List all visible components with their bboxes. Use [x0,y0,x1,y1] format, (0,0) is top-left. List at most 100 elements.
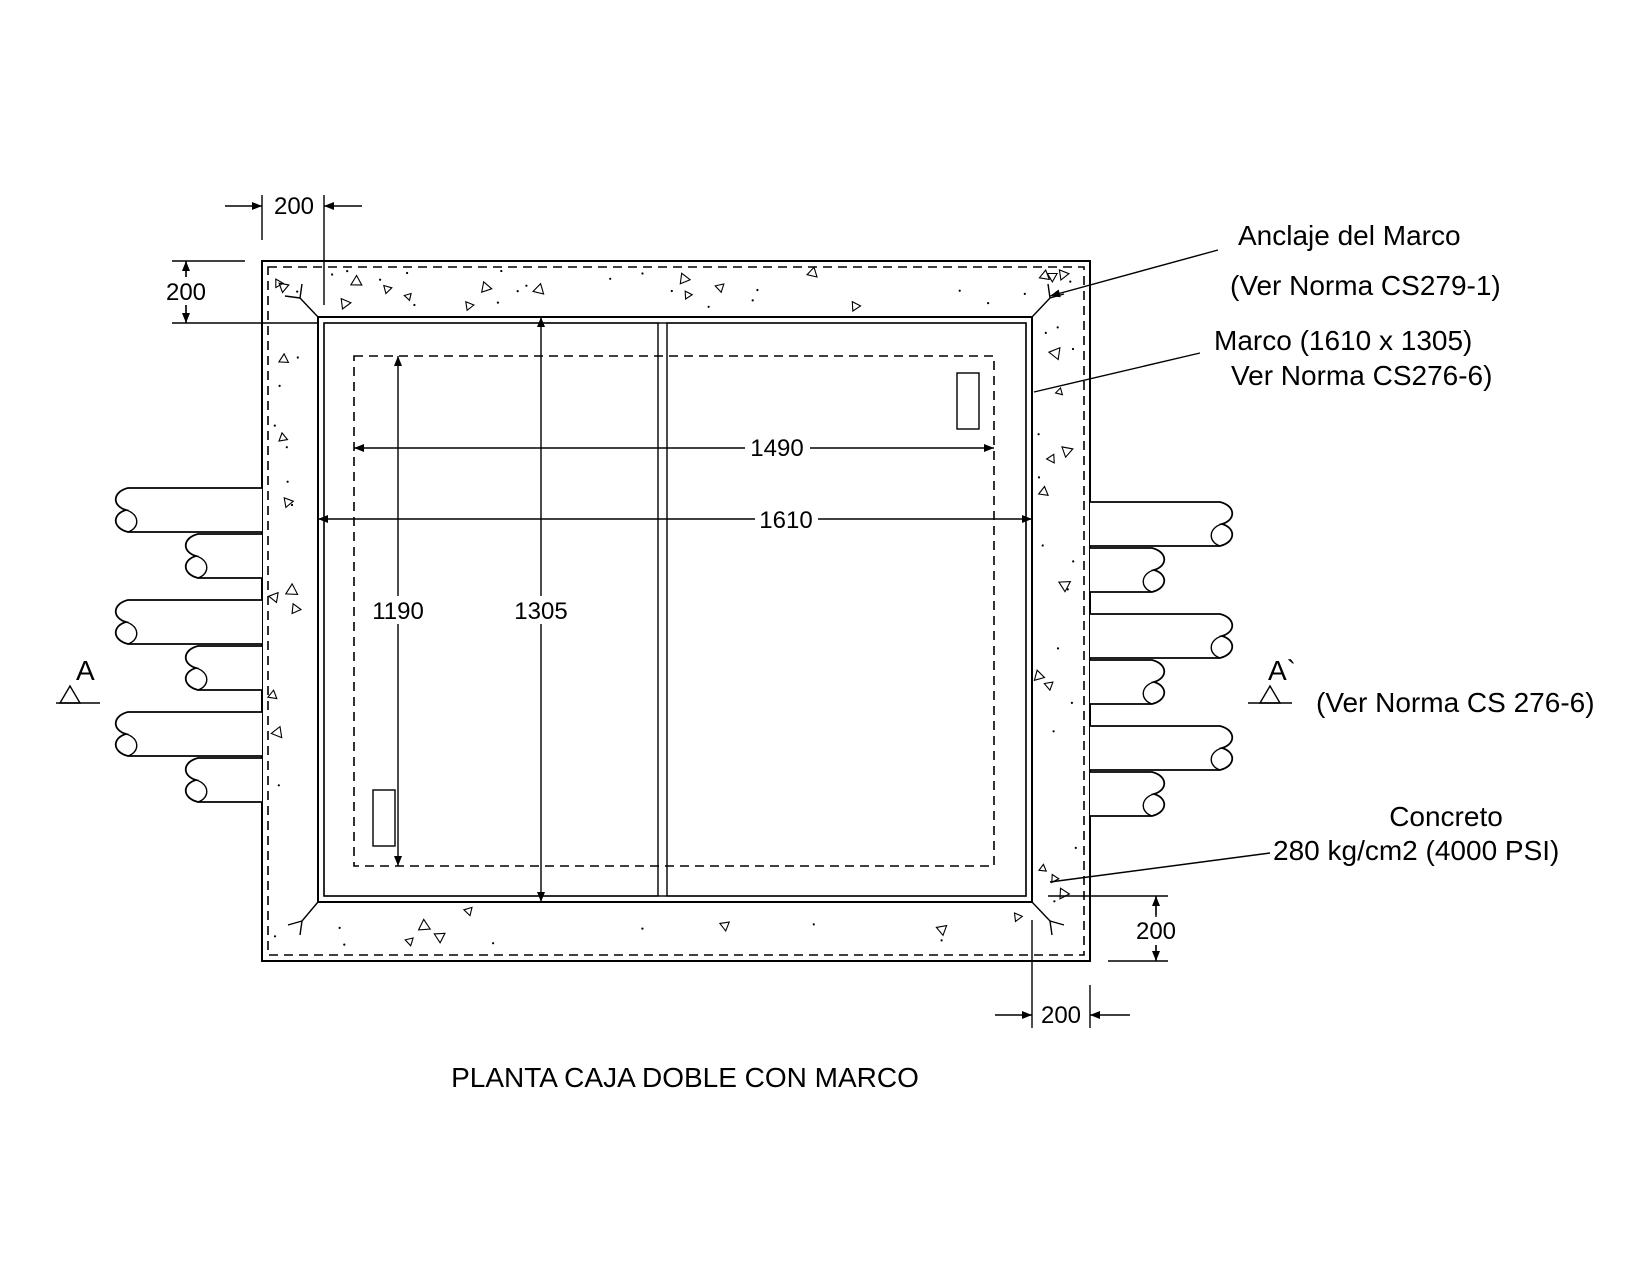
section-marker-right: A` [1248,655,1296,704]
dim-label: 1490 [750,435,803,462]
aggregate-stone [1061,446,1074,459]
aggregate-dot [273,935,277,938]
conduit-pipes-left [114,487,262,803]
pipe-break-line [125,733,138,757]
callout-frame-anchor: Anclaje del Marco (Ver Norma CS279-1) [1049,220,1501,301]
dim-label: 200 [166,279,206,306]
aggregate-dot [296,290,299,293]
section-marker-left: A [56,655,100,704]
aggregate-dot [277,784,280,787]
conduit-pipe [1090,613,1234,659]
section-norm-note: (Ver Norma CS 276-6) [1316,687,1595,718]
aggregate-dot [525,284,528,287]
aggregate-dot [1074,846,1077,850]
aggregate-stone [935,924,948,937]
aggregate-stone [284,582,299,595]
aggregate-dot [500,269,503,273]
frame-anchors [284,283,1065,936]
drawing-title: PLANTA CAJA DOBLE CON MARCO [451,1062,919,1093]
aggregate-dot [812,923,815,926]
pipe-break-line [125,509,138,533]
aggregate-stone [1059,887,1071,900]
aggregate-stone [1054,386,1064,396]
aggregate-stone [277,352,290,363]
section-label-right: A` [1268,655,1296,686]
aggregate-dot [1037,433,1040,436]
dim-bottom-offset-horizontal: 200 [995,920,1130,1029]
aggregate-stone [340,297,352,311]
aggregate-stone [291,602,303,615]
aggregate-stone [417,918,432,931]
concrete-title: Concreto [1389,801,1503,832]
pipe-break-line [195,667,208,691]
aggregate-dot [413,303,416,307]
aggregate-dot [670,289,673,293]
aggregate-stone [403,292,412,302]
dim-top-offset-vertical: 200 [160,260,318,324]
anchor-title: Anclaje del Marco [1238,220,1461,251]
aggregate-stone [1033,669,1046,682]
pipe-break-line [1142,793,1155,817]
aggregate-dot [346,270,349,273]
aggregate-dot [278,384,281,387]
pipe-break-line [1142,569,1155,593]
frame-title: Marco (1610 x 1305) [1214,325,1472,356]
aggregate-dot [496,301,499,304]
callout-concrete: Concreto 280 kg/cm2 (4000 PSI) [1049,801,1559,883]
aggregate-stone [1045,453,1055,464]
aggregate-dot [338,926,341,930]
aggregate-dot [331,273,334,276]
aggregate-dot [707,305,710,308]
aggregate-stone [278,282,290,294]
aggregate-stone [383,284,393,295]
dim-label: 200 [1041,1002,1081,1029]
pipe-break-line [195,779,208,803]
dim-label: 200 [274,193,314,220]
aggregate-stone [1058,269,1070,282]
aggregate-stone [480,280,493,294]
pipe-break-line [1210,635,1223,659]
aggregate-stone [851,300,862,312]
aggregate-dot [1066,588,1069,591]
aggregate-stone [266,689,278,700]
aggregate-stone [278,431,289,442]
section-label-left: A [76,655,95,686]
inner-box-outline [353,355,995,867]
callout-frame: Marco (1610 x 1305) Ver Norma CS276-6) [1033,325,1492,393]
aggregate-stone [806,266,818,278]
aggregate-dot [1023,292,1026,295]
aggregate-dot [492,942,495,945]
aggregate-dot [286,480,289,483]
conduit-pipe [1090,501,1234,547]
conduit-pipes-right [1090,501,1234,817]
aggregate-dot [641,927,644,930]
aggregate-dot [987,302,990,305]
aggregate-dot [751,299,754,302]
dim-top-offset-horizontal: 200 [225,193,362,305]
aggregate-dot [1052,730,1055,733]
aggregate-stone [1057,581,1072,593]
pipe-break-line [1210,523,1223,547]
aggregate-dot [290,503,294,507]
dim-label: 1610 [759,507,812,534]
lifting-slot-left [372,789,396,847]
aggregate-dot [756,288,759,292]
aggregate-stone [465,300,475,312]
aggregate-stone [349,274,363,286]
dim-inner-height: 1190 [366,356,430,866]
aggregate-dot [1041,544,1044,547]
aggregate-dot [1056,647,1060,650]
aggregate-stone [1037,863,1048,872]
pipe-break-line [1142,681,1155,705]
conduit-pipe [114,599,262,645]
aggregate-dot [273,424,276,427]
aggregate-dot [1071,347,1075,351]
dim-inner-width: 1490 [354,435,994,462]
aggregate-dot [379,278,382,281]
conduit-pipe [1090,725,1234,771]
aggregate-dot [516,290,519,293]
pipe-break-line [125,621,138,645]
dim-bottom-offset-vertical: 200 [1048,895,1182,962]
aggregate-stone [679,272,692,285]
